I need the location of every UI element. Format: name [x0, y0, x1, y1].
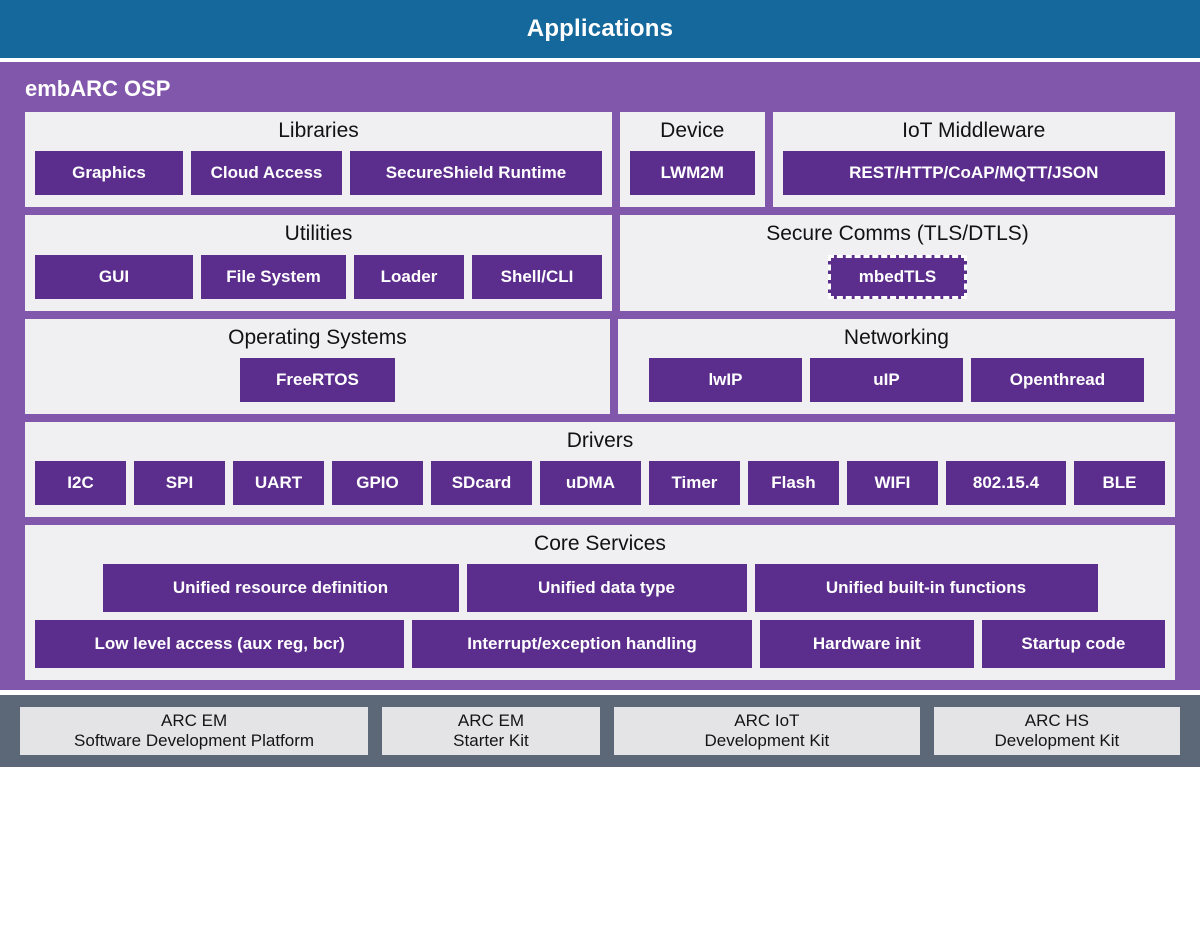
chip-timer[interactable]: Timer	[648, 461, 740, 505]
core-services-row-1: Unified resource definition Unified data…	[35, 564, 1165, 613]
chip-uart[interactable]: UART	[233, 461, 324, 505]
hardware-card-line1: ARC HS	[1024, 710, 1090, 730]
chip-wifi[interactable]: WIFI	[846, 461, 938, 505]
panel-title-iot-middleware: IoT Middleware	[902, 119, 1046, 142]
hardware-card-arc-hs-development-kit[interactable]: ARC HS Development Kit	[933, 707, 1180, 756]
chip-sdcard[interactable]: SDcard	[431, 461, 532, 505]
hardware-card-line1: ARC EM	[457, 710, 525, 730]
secure-comms-chip-group: mbedTLS	[630, 254, 1165, 299]
embarc-osp-container: embARC OSP Libraries Graphics Cloud Acce…	[0, 62, 1200, 691]
libraries-chip-group: Graphics Cloud Access SecureShield Runti…	[35, 151, 602, 196]
row-os-networking: Operating Systems FreeRTOS Networking lw…	[25, 318, 1175, 414]
chip-uip[interactable]: uIP	[809, 357, 963, 402]
panel-title-drivers: Drivers	[566, 428, 634, 452]
row-drivers: Drivers I2C SPI UART GPIO SDcard uDMA Ti…	[25, 421, 1175, 517]
applications-divider	[0, 58, 1200, 62]
panel-title-secure-comms: Secure Comms (TLS/DTLS)	[766, 222, 1029, 246]
panel-utilities: Utilities GUI File System Loader Shell/C…	[25, 215, 612, 311]
chip-mbedtls[interactable]: mbedTLS	[827, 254, 968, 299]
chip-lwm2m[interactable]: LWM2M	[630, 151, 755, 196]
chip-interrupt-exception-handling[interactable]: Interrupt/exception handling	[412, 620, 752, 669]
drivers-chip-group: I2C SPI UART GPIO SDcard uDMA Timer Flas…	[35, 461, 1165, 505]
chip-low-level-access[interactable]: Low level access (aux reg, bcr)	[35, 620, 405, 669]
hardware-divider	[0, 690, 1200, 696]
row-utilities-secure: Utilities GUI File System Loader Shell/C…	[25, 215, 1175, 311]
panel-device: Device LWM2M	[620, 112, 765, 208]
chip-gpio[interactable]: GPIO	[332, 461, 423, 505]
panel-core-services: Core Services Unified resource definitio…	[25, 525, 1175, 681]
chip-hardware-init[interactable]: Hardware init	[759, 620, 974, 669]
hardware-card-arc-em-starter-kit[interactable]: ARC EM Starter Kit	[382, 707, 600, 756]
chip-openthread[interactable]: Openthread	[970, 357, 1144, 402]
applications-label: Applications	[526, 15, 674, 42]
chip-startup-code[interactable]: Startup code	[981, 620, 1165, 669]
chip-rest-http-coap-mqtt-json[interactable]: REST/HTTP/CoAP/MQTT/JSON	[782, 151, 1165, 196]
row-libraries-device-iot: Libraries Graphics Cloud Access SecureSh…	[25, 112, 1175, 208]
osp-rows: Libraries Graphics Cloud Access SecureSh…	[0, 112, 1200, 681]
row-core-services: Core Services Unified resource definitio…	[25, 525, 1175, 681]
utilities-chip-group: GUI File System Loader Shell/CLI	[35, 254, 602, 299]
core-services-row-2: Low level access (aux reg, bcr) Interrup…	[35, 620, 1165, 669]
panel-title-utilities: Utilities	[284, 222, 353, 246]
panel-title-operating-systems: Operating Systems	[228, 325, 407, 349]
hardware-card-line2: Development Kit	[704, 731, 830, 751]
panel-secure-comms: Secure Comms (TLS/DTLS) mbedTLS	[620, 215, 1175, 311]
hardware-card-line2: Starter Kit	[453, 731, 529, 751]
panel-drivers: Drivers I2C SPI UART GPIO SDcard uDMA Ti…	[25, 421, 1175, 517]
chip-spi[interactable]: SPI	[134, 461, 225, 505]
panel-title-core-services: Core Services	[534, 532, 666, 555]
hardware-card-line2: Development Kit	[994, 731, 1120, 751]
panel-networking: Networking lwIP uIP Openthread	[617, 318, 1175, 414]
chip-cloud-access[interactable]: Cloud Access	[191, 151, 342, 196]
hardware-card-line1: ARC IoT	[734, 710, 800, 730]
panel-libraries: Libraries Graphics Cloud Access SecureSh…	[25, 112, 612, 208]
hardware-card-arc-iot-development-kit[interactable]: ARC IoT Development Kit	[613, 707, 920, 756]
panel-title-libraries: Libraries	[278, 119, 359, 142]
chip-unified-resource-definition[interactable]: Unified resource definition	[102, 564, 459, 613]
hardware-card-arc-em-sdp[interactable]: ARC EM Software Development Platform	[20, 707, 369, 756]
chip-flash[interactable]: Flash	[747, 461, 839, 505]
chip-freertos[interactable]: FreeRTOS	[239, 357, 395, 402]
chip-i2c[interactable]: I2C	[35, 461, 126, 505]
hardware-card-line1: ARC EM	[160, 710, 228, 730]
chip-unified-data-type[interactable]: Unified data type	[466, 564, 747, 613]
operating-systems-chip-group: FreeRTOS	[35, 357, 600, 402]
applications-bar: Applications	[0, 0, 1200, 58]
device-chip-group: LWM2M	[630, 151, 755, 196]
panel-operating-systems: Operating Systems FreeRTOS	[25, 318, 610, 414]
panel-title-device: Device	[660, 119, 725, 142]
chip-graphics[interactable]: Graphics	[35, 151, 183, 196]
chip-loader[interactable]: Loader	[354, 254, 464, 299]
panel-title-networking: Networking	[843, 325, 949, 349]
networking-chip-group: lwIP uIP Openthread	[628, 357, 1165, 402]
chip-gui[interactable]: GUI	[35, 254, 193, 299]
chip-udma[interactable]: uDMA	[539, 461, 641, 505]
chip-secureshield-runtime[interactable]: SecureShield Runtime	[350, 151, 602, 196]
chip-ble[interactable]: BLE	[1073, 461, 1165, 505]
chip-unified-built-in-functions[interactable]: Unified built-in functions	[754, 564, 1098, 613]
panel-iot-middleware: IoT Middleware REST/HTTP/CoAP/MQTT/JSON	[772, 112, 1175, 208]
chip-lwip[interactable]: lwIP	[648, 357, 802, 402]
iot-chip-group: REST/HTTP/CoAP/MQTT/JSON	[782, 151, 1165, 196]
hardware-card-line2: Software Development Platform	[74, 731, 315, 751]
chip-802-15-4[interactable]: 802.15.4	[945, 461, 1066, 505]
embarc-osp-title: embARC OSP	[25, 76, 171, 101]
chip-shell-cli[interactable]: Shell/CLI	[472, 254, 602, 299]
hardware-platforms-bar: ARC EM Software Development Platform ARC…	[0, 695, 1200, 768]
chip-file-system[interactable]: File System	[201, 254, 346, 299]
